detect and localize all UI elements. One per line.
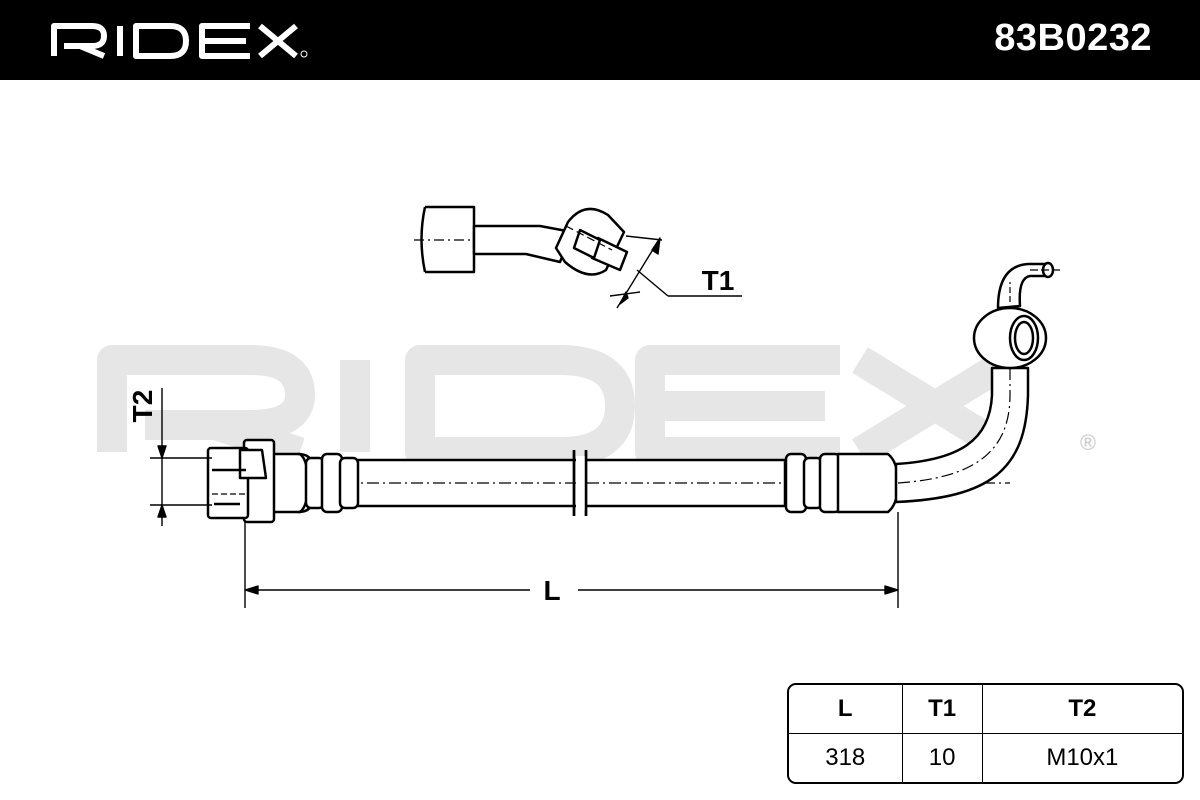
ridex-watermark [97,345,1018,467]
t2-dimension [150,388,212,526]
header-l: L [789,685,903,734]
fitting-detail-view [414,205,629,276]
brake-hose [206,261,1060,524]
label-l: L [543,575,560,606]
value-t1: 10 [903,734,983,782]
header-t1: T1 [902,685,983,734]
brake-hose-drawing: ® T1 [97,205,1096,608]
registered-mark: ® [1080,430,1096,455]
t1-dimension [609,235,742,309]
header-t2: T2 [982,685,1182,734]
value-t2: M10x1 [1046,744,1119,771]
label-t1: T1 [702,265,735,296]
label-t2: T2 [127,390,158,423]
spec-table-value-row: 318 10 M10x1 [789,734,1182,782]
header-bar: 83B0232 [0,0,1200,80]
spec-table: L T1 T2 318 10 M10x1 [787,683,1184,784]
part-number: 83B0232 [994,17,1152,59]
value-l: 318 [789,734,903,782]
l-dimension [244,512,899,608]
ridex-logo [51,23,308,59]
spec-table-header-row: L T1 T2 [789,685,1182,734]
